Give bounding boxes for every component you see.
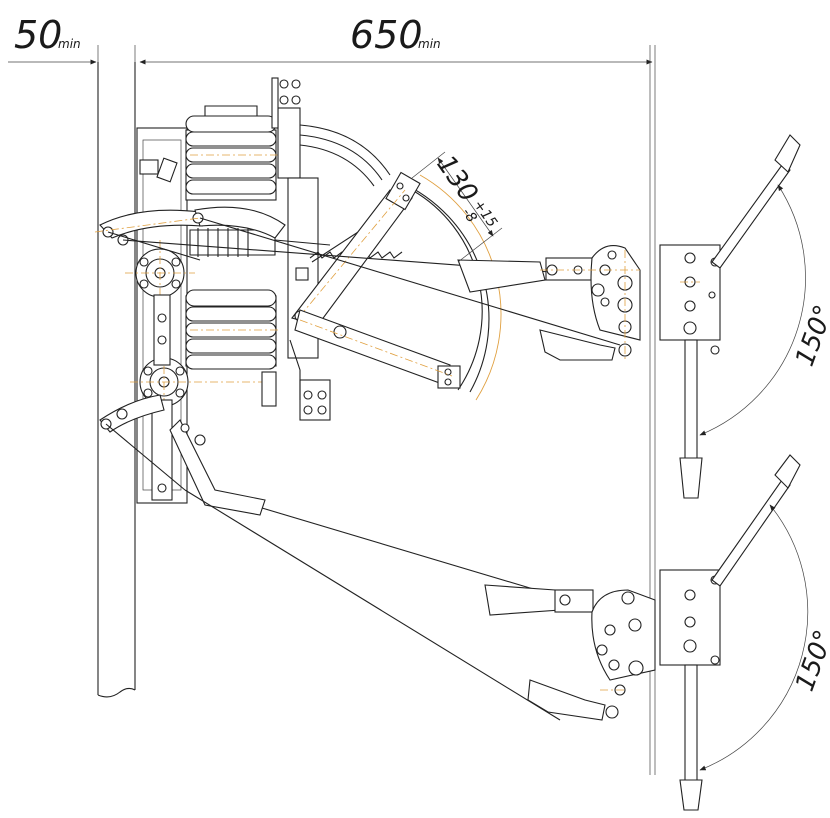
connecting-rod <box>151 294 277 501</box>
busbar-arcs <box>299 124 391 187</box>
post-column <box>97 62 136 698</box>
svg-text:650: 650 <box>350 13 423 57</box>
svg-text:min: min <box>58 37 81 51</box>
insulator-lower <box>185 289 280 370</box>
drive-lower <box>484 454 801 811</box>
angle-arc-bottom <box>699 504 809 771</box>
lever-lower-left <box>99 394 266 516</box>
drive-upper <box>457 134 801 499</box>
svg-text:50: 50 <box>14 13 62 57</box>
horizontal-insulator <box>189 228 331 257</box>
contact-plate <box>271 77 331 421</box>
blade-lower <box>294 309 461 389</box>
dimension-50: 50 min <box>8 13 97 65</box>
dimension-650: 650 min <box>139 13 653 65</box>
insulator-upper <box>185 105 280 201</box>
svg-text:min: min <box>418 37 441 51</box>
lever-upper-left <box>94 206 286 246</box>
hub-upper <box>125 240 195 305</box>
angle-arc-top <box>699 184 806 436</box>
dimension-130 <box>411 151 503 263</box>
